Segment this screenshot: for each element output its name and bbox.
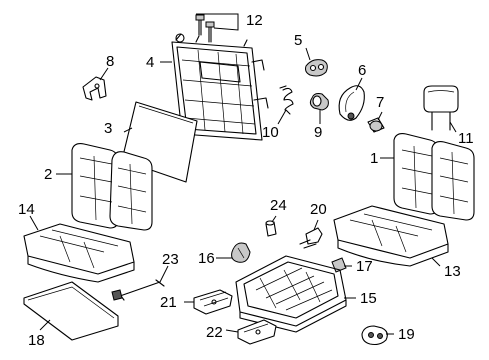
part-1-seatback-right — [393, 133, 475, 221]
part-18-mat — [23, 281, 119, 341]
callout-13: 13 — [444, 263, 461, 280]
callout-10: 10 — [262, 124, 279, 141]
part-20-latch — [299, 227, 323, 249]
callout-9: 9 — [314, 124, 322, 141]
part-9-knob — [309, 93, 329, 111]
callout-24: 24 — [270, 197, 287, 214]
callout-17: 17 — [356, 258, 373, 275]
part-19-clip — [361, 325, 388, 346]
part-21-bracket — [193, 289, 233, 315]
callout-14: 14 — [18, 201, 35, 218]
callout-labels: 12 4 5 8 6 7 10 9 3 11 1 2 24 20 14 16 1… — [18, 12, 474, 349]
callout-5: 5 — [294, 32, 302, 49]
callout-20: 20 — [310, 201, 327, 218]
part-16-handle — [231, 242, 251, 263]
callout-11: 11 — [458, 130, 474, 147]
callout-4: 4 — [146, 54, 154, 71]
part-5-clip — [305, 59, 328, 77]
callout-7: 7 — [376, 94, 384, 111]
callout-8: 8 — [106, 53, 114, 70]
callout-6: 6 — [358, 62, 366, 79]
part-14-cushion-left — [23, 223, 135, 283]
part-4-seatback-frame — [171, 33, 269, 141]
callout-18: 18 — [28, 332, 45, 349]
part-11-headrest — [423, 85, 459, 131]
callout-3: 3 — [104, 120, 112, 137]
part-7-plug — [367, 117, 385, 133]
callout-23: 23 — [162, 251, 179, 268]
callout-1: 1 — [370, 150, 378, 167]
part-15-seat-frame — [235, 255, 347, 333]
part-12-bolts — [195, 14, 215, 43]
part-10-spring — [279, 85, 294, 115]
callout-22: 22 — [206, 324, 223, 341]
callout-16: 16 — [198, 250, 215, 267]
callout-19: 19 — [398, 326, 415, 343]
callout-2: 2 — [44, 166, 52, 183]
part-2-seatback-left — [71, 143, 153, 231]
part-8-bracket — [82, 76, 107, 101]
callout-leaders — [29, 13, 457, 335]
callout-12: 12 — [246, 12, 263, 29]
callout-15: 15 — [360, 290, 377, 307]
part-13-cushion-right — [333, 205, 449, 267]
part-22-bracket — [237, 319, 277, 345]
callout-21: 21 — [160, 294, 177, 311]
part-24-pin — [265, 220, 277, 237]
part-6-trim — [338, 85, 365, 121]
part-23-rod — [111, 279, 165, 301]
